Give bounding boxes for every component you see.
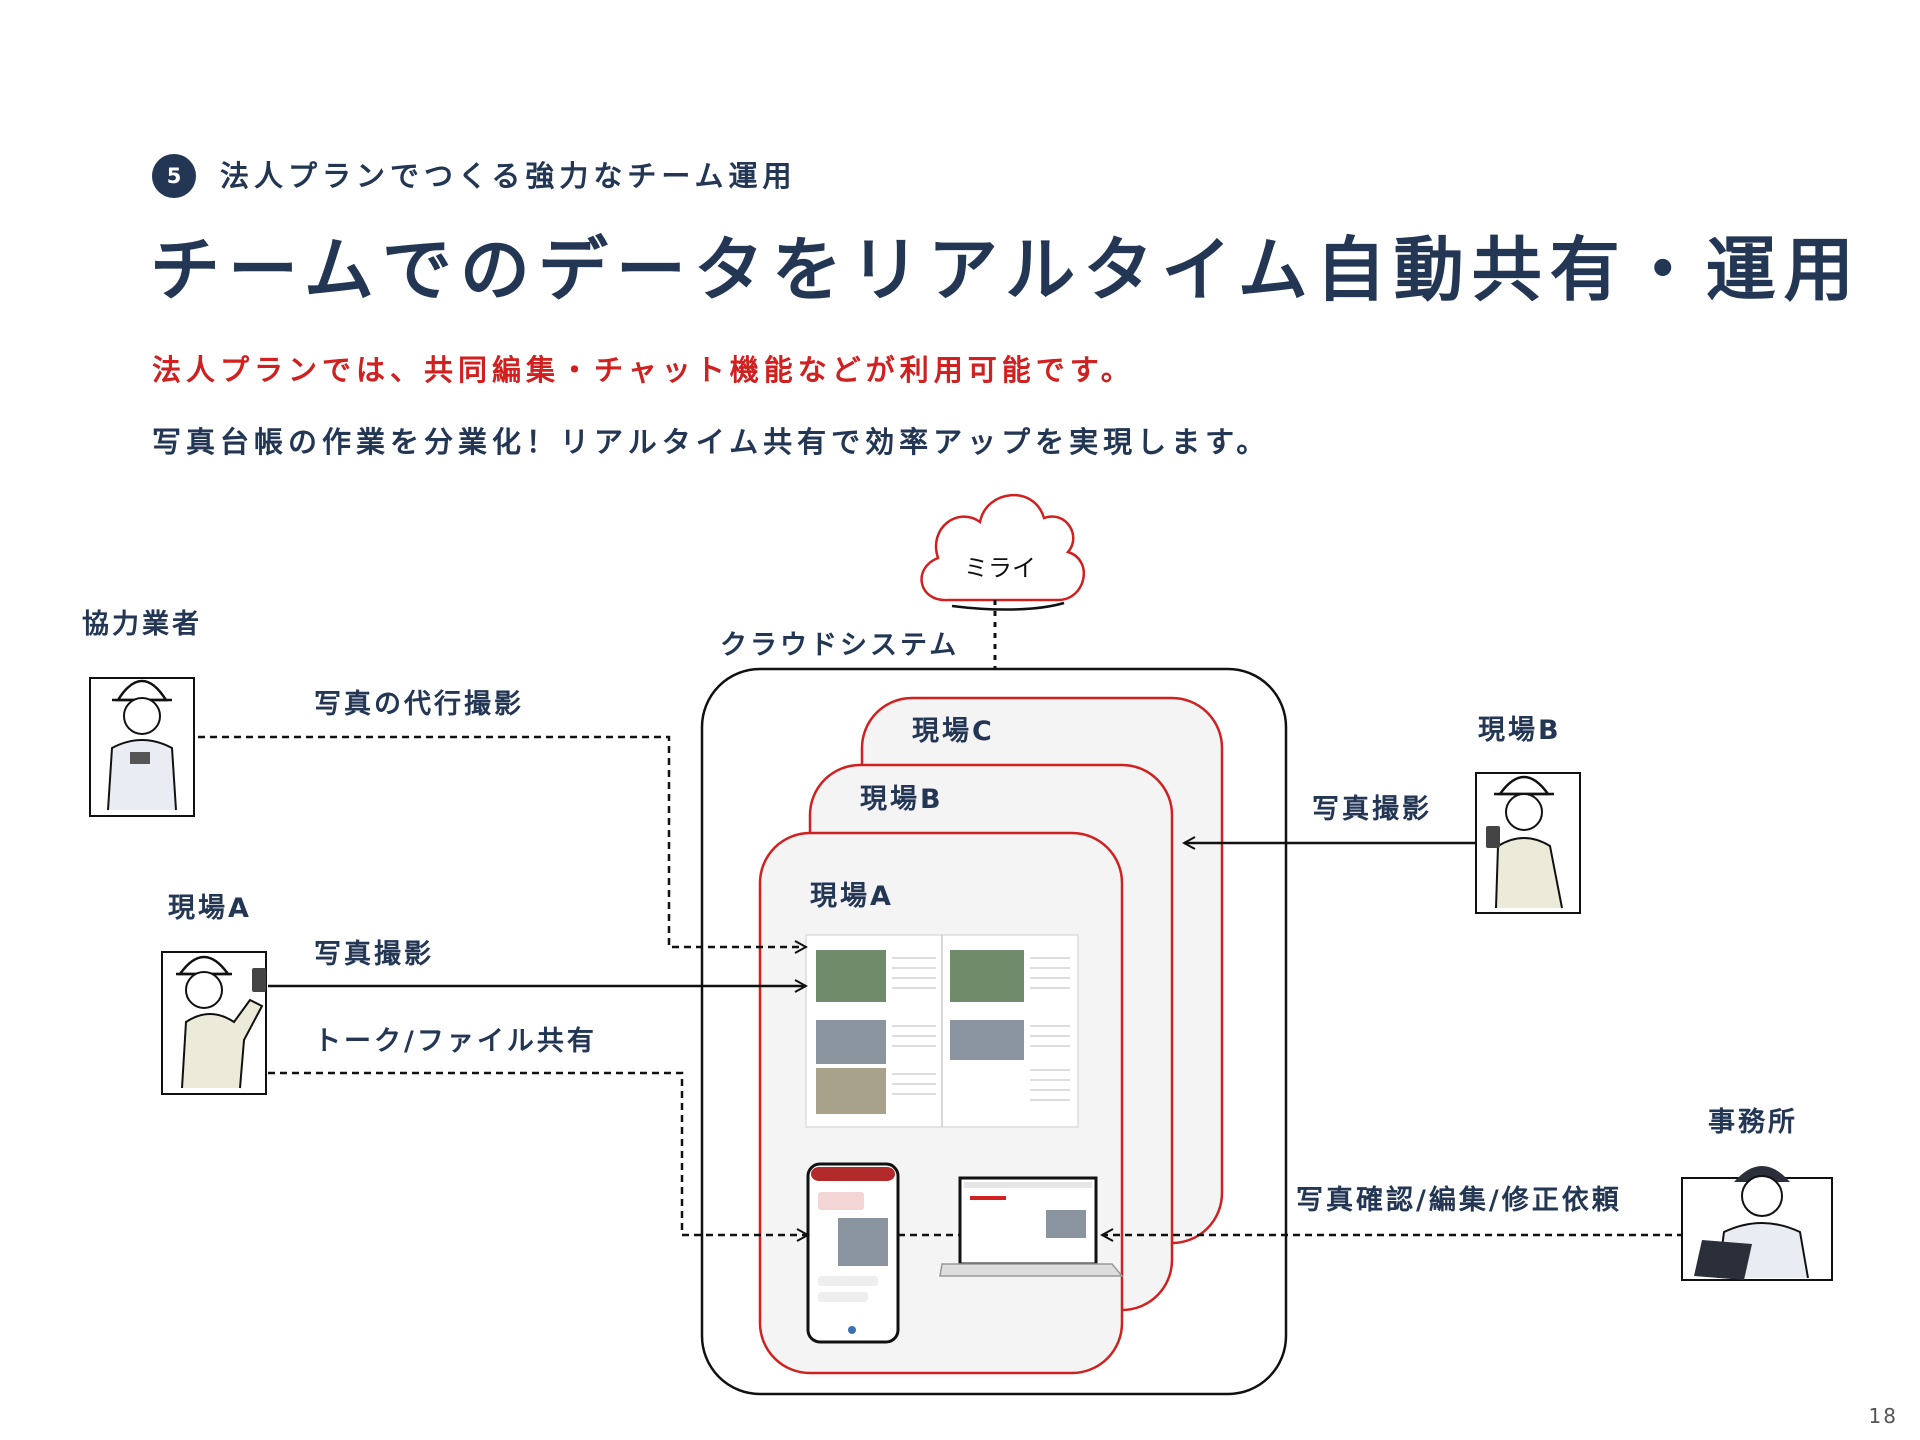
talk-share-label: トーク/ファイル共有 xyxy=(314,1026,597,1057)
section-number-badge: 5 xyxy=(152,154,196,198)
smartphone-icon xyxy=(252,968,266,992)
page-number: 18 xyxy=(1868,1404,1898,1428)
ledger-photo xyxy=(816,950,886,1002)
site-b-actor-label: 現場B xyxy=(1478,715,1562,746)
office-worker-illustration xyxy=(1681,1166,1833,1281)
site-b-panel-label: 現場B xyxy=(860,784,944,815)
subtitle-highlight: 法人プランでは、共同編集・チャット機能などが利用可能です。 xyxy=(152,353,1135,387)
cloud-system-label: クラウドシステム xyxy=(720,630,960,661)
site-c-panel-label: 現場C xyxy=(912,716,995,747)
proxy-photo-arrow xyxy=(198,735,806,947)
ledger-photo xyxy=(950,1020,1024,1060)
subtitle-description: 写真台帳の作業を分業化！リアルタイム共有で効率アップを実現します。 xyxy=(152,425,1271,459)
laptop-icon xyxy=(939,1176,1124,1277)
smartphone-icon xyxy=(806,1162,900,1344)
ledger-photo xyxy=(816,1020,886,1064)
photo-ledger-document xyxy=(805,934,1079,1128)
site-a-photo-label: 写真撮影 xyxy=(314,939,434,970)
smartphone-icon xyxy=(1486,826,1500,848)
tablet-icon xyxy=(1694,1240,1752,1280)
ledger-photo xyxy=(950,950,1024,1002)
site-b-worker-illustration xyxy=(1475,772,1581,914)
site-a-actor-label: 現場A xyxy=(168,893,252,924)
proxy-photo-label: 写真の代行撮影 xyxy=(314,689,524,720)
office-label: 事務所 xyxy=(1708,1107,1798,1138)
page-title: チームでのデータをリアルタイム自動共有・運用 xyxy=(150,229,1862,311)
ledger-photo xyxy=(816,1068,886,1114)
site-a-worker-illustration xyxy=(161,951,267,1095)
partner-worker-illustration xyxy=(89,677,195,817)
partner-label: 協力業者 xyxy=(82,609,202,640)
cloud-label: ミライ xyxy=(964,554,1036,582)
site-b-photo-label: 写真撮影 xyxy=(1312,794,1432,825)
office-review-label: 写真確認/編集/修正依頼 xyxy=(1296,1185,1622,1216)
cloud-icon: ミライ xyxy=(920,493,1086,611)
talk-share-arrow xyxy=(268,1071,808,1235)
section-title: 法人プランでつくる強力なチーム運用 xyxy=(220,159,797,193)
site-a-panel-label: 現場A xyxy=(810,881,894,912)
